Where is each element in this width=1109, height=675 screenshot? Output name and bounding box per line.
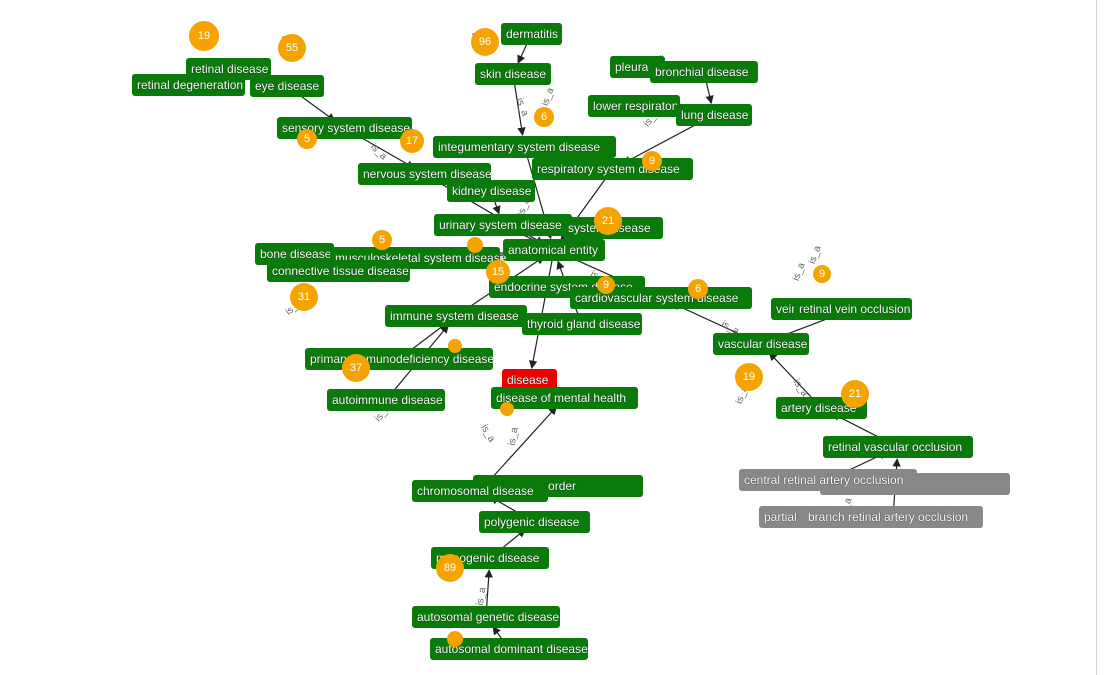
count-badge[interactable]: 31 — [290, 283, 318, 311]
count-badge[interactable]: 5 — [372, 230, 392, 250]
node-central-retinal-artery-occlusion[interactable]: central retinal artery occlusion — [739, 469, 917, 491]
count-badge[interactable]: 19 — [189, 21, 219, 51]
count-badge[interactable]: 6 — [534, 107, 554, 127]
node-disease[interactable]: disease — [502, 369, 557, 391]
count-badge[interactable]: 9 — [813, 265, 831, 283]
node-urinary-system-disease[interactable]: urinary system disease — [434, 214, 572, 236]
edge-lung-disease-to-respiratory-system-disease — [622, 119, 706, 164]
count-badge[interactable]: 6 — [688, 279, 708, 299]
count-badge[interactable] — [448, 339, 462, 353]
node-thyroid-gland-disease[interactable]: thyroid gland disease — [522, 313, 642, 335]
node-autosomal-dominant-disease[interactable]: autosomal dominant disease — [430, 638, 588, 660]
node-retinal-degeneration[interactable]: retinal degeneration — [132, 74, 245, 96]
node-chromosomal-disease[interactable]: chromosomal disease — [412, 480, 548, 502]
node-retinal-vascular-occlusion[interactable]: retinal vascular occlusion — [823, 436, 973, 458]
count-badge[interactable]: 89 — [436, 554, 464, 582]
node-partial[interactable]: partial — [759, 506, 809, 528]
edge-bronchial-disease-to-lung-disease — [705, 81, 714, 105]
count-badge[interactable]: 5 — [297, 129, 317, 149]
node-polygenic-disease[interactable]: polygenic disease — [479, 511, 590, 533]
node-primary-immunodeficiency-disease[interactable]: primary immunodeficiency disease — [305, 348, 494, 370]
count-badge[interactable] — [447, 631, 463, 647]
node-disease-of-mental-health[interactable]: disease of mental health — [491, 387, 638, 409]
node-integumentary-system-disease[interactable]: integumentary system disease — [433, 136, 616, 158]
node-lower-respiratory[interactable]: lower respiratory — [588, 95, 682, 117]
node-nervous-system-disease[interactable]: nervous system disease — [358, 163, 492, 185]
node-respiratory-system-disease[interactable]: respiratory system disease — [532, 158, 693, 180]
edge-endocrine-system-disease-to-anatomical-entity — [556, 260, 565, 278]
node-cardiovascular-system-disease[interactable]: cardiovascular system disease — [570, 287, 752, 309]
edge-skin-disease-to-integumentary-system-disease — [513, 83, 526, 136]
node-anatomical-entity[interactable]: anatomical entity — [503, 239, 605, 261]
count-badge[interactable]: 19 — [735, 363, 763, 391]
count-badge[interactable]: 17 — [400, 129, 424, 153]
edge-artery-disease-to-vascular-disease — [768, 352, 816, 402]
edge-autosomal-genetic-disease-to-monogenic-disease — [484, 569, 493, 608]
node-bone-disease[interactable]: bone disease — [255, 243, 334, 265]
node-skin-disease[interactable]: skin disease — [475, 63, 551, 85]
count-badge[interactable]: 15 — [486, 260, 510, 284]
count-badge[interactable] — [467, 237, 483, 253]
count-badge[interactable]: 9 — [597, 276, 615, 294]
node-autoimmune-disease[interactable]: autoimmune disease — [327, 389, 445, 411]
node-autosomal-genetic-disease[interactable]: autosomal genetic disease — [412, 606, 560, 628]
node-branch-retinal-artery-occlusion[interactable]: branch retinal artery occlusion — [803, 506, 983, 528]
count-badge[interactable]: 21 — [594, 207, 622, 235]
node-connective-tissue-disease[interactable]: connective tissue disease — [267, 260, 410, 282]
node-kidney-disease[interactable]: kidney disease — [447, 180, 535, 202]
edge-chromosomal-disease-to-disease-of-mental-health — [486, 406, 557, 485]
node-bronchial-disease[interactable]: bronchial disease — [650, 61, 758, 83]
node-dermatitis[interactable]: dermatitis — [501, 23, 562, 45]
edge-dermatitis-to-skin-disease — [517, 42, 528, 64]
count-badge[interactable]: 21 — [841, 380, 869, 408]
node-immune-system-disease[interactable]: immune system disease — [385, 305, 527, 327]
node-retinal-vein-occlusion[interactable]: retinal vein occlusion — [794, 298, 912, 320]
count-badge[interactable]: 9 — [642, 151, 662, 171]
edge-kidney-disease-to-urinary-system-disease — [492, 200, 501, 215]
count-badge[interactable]: 96 — [471, 28, 499, 56]
node-vascular-disease[interactable]: vascular disease — [713, 333, 809, 355]
count-badge[interactable] — [500, 402, 514, 416]
node-lung-disease[interactable]: lung disease — [676, 104, 752, 126]
count-badge[interactable]: 37 — [342, 354, 370, 382]
count-badge[interactable]: 55 — [278, 34, 306, 62]
node-eye-disease[interactable]: eye disease — [250, 75, 324, 97]
